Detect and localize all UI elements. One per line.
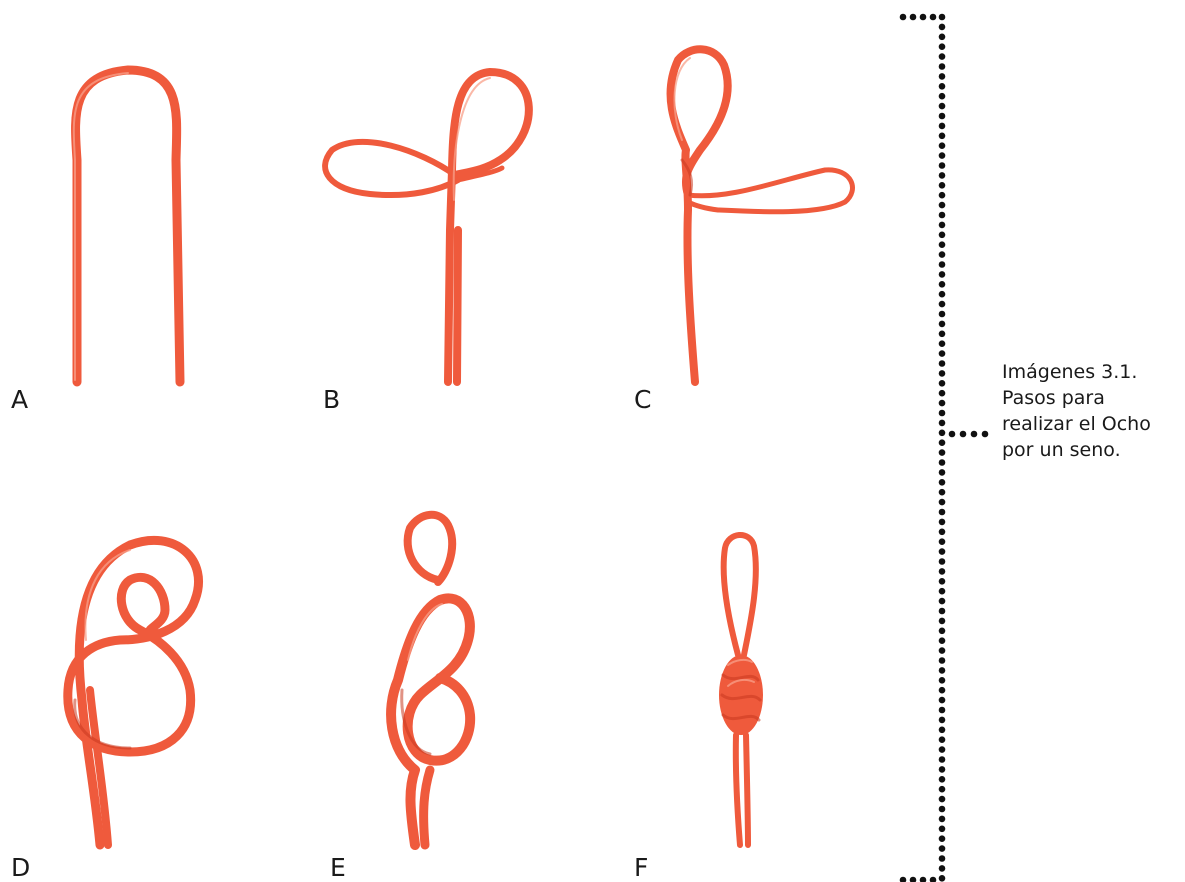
caption-line-3: realizar el Ocho	[1002, 411, 1184, 437]
bracket-vertical-line	[939, 14, 946, 882]
dotted-bracket	[0, 0, 1000, 882]
figure-caption: Imágenes 3.1. Pasos para realizar el Och…	[1002, 359, 1184, 463]
caption-line-2: Pasos para	[1002, 385, 1184, 411]
caption-line-1: Imágenes 3.1.	[1002, 359, 1184, 385]
caption-line-4: por un seno.	[1002, 437, 1184, 463]
